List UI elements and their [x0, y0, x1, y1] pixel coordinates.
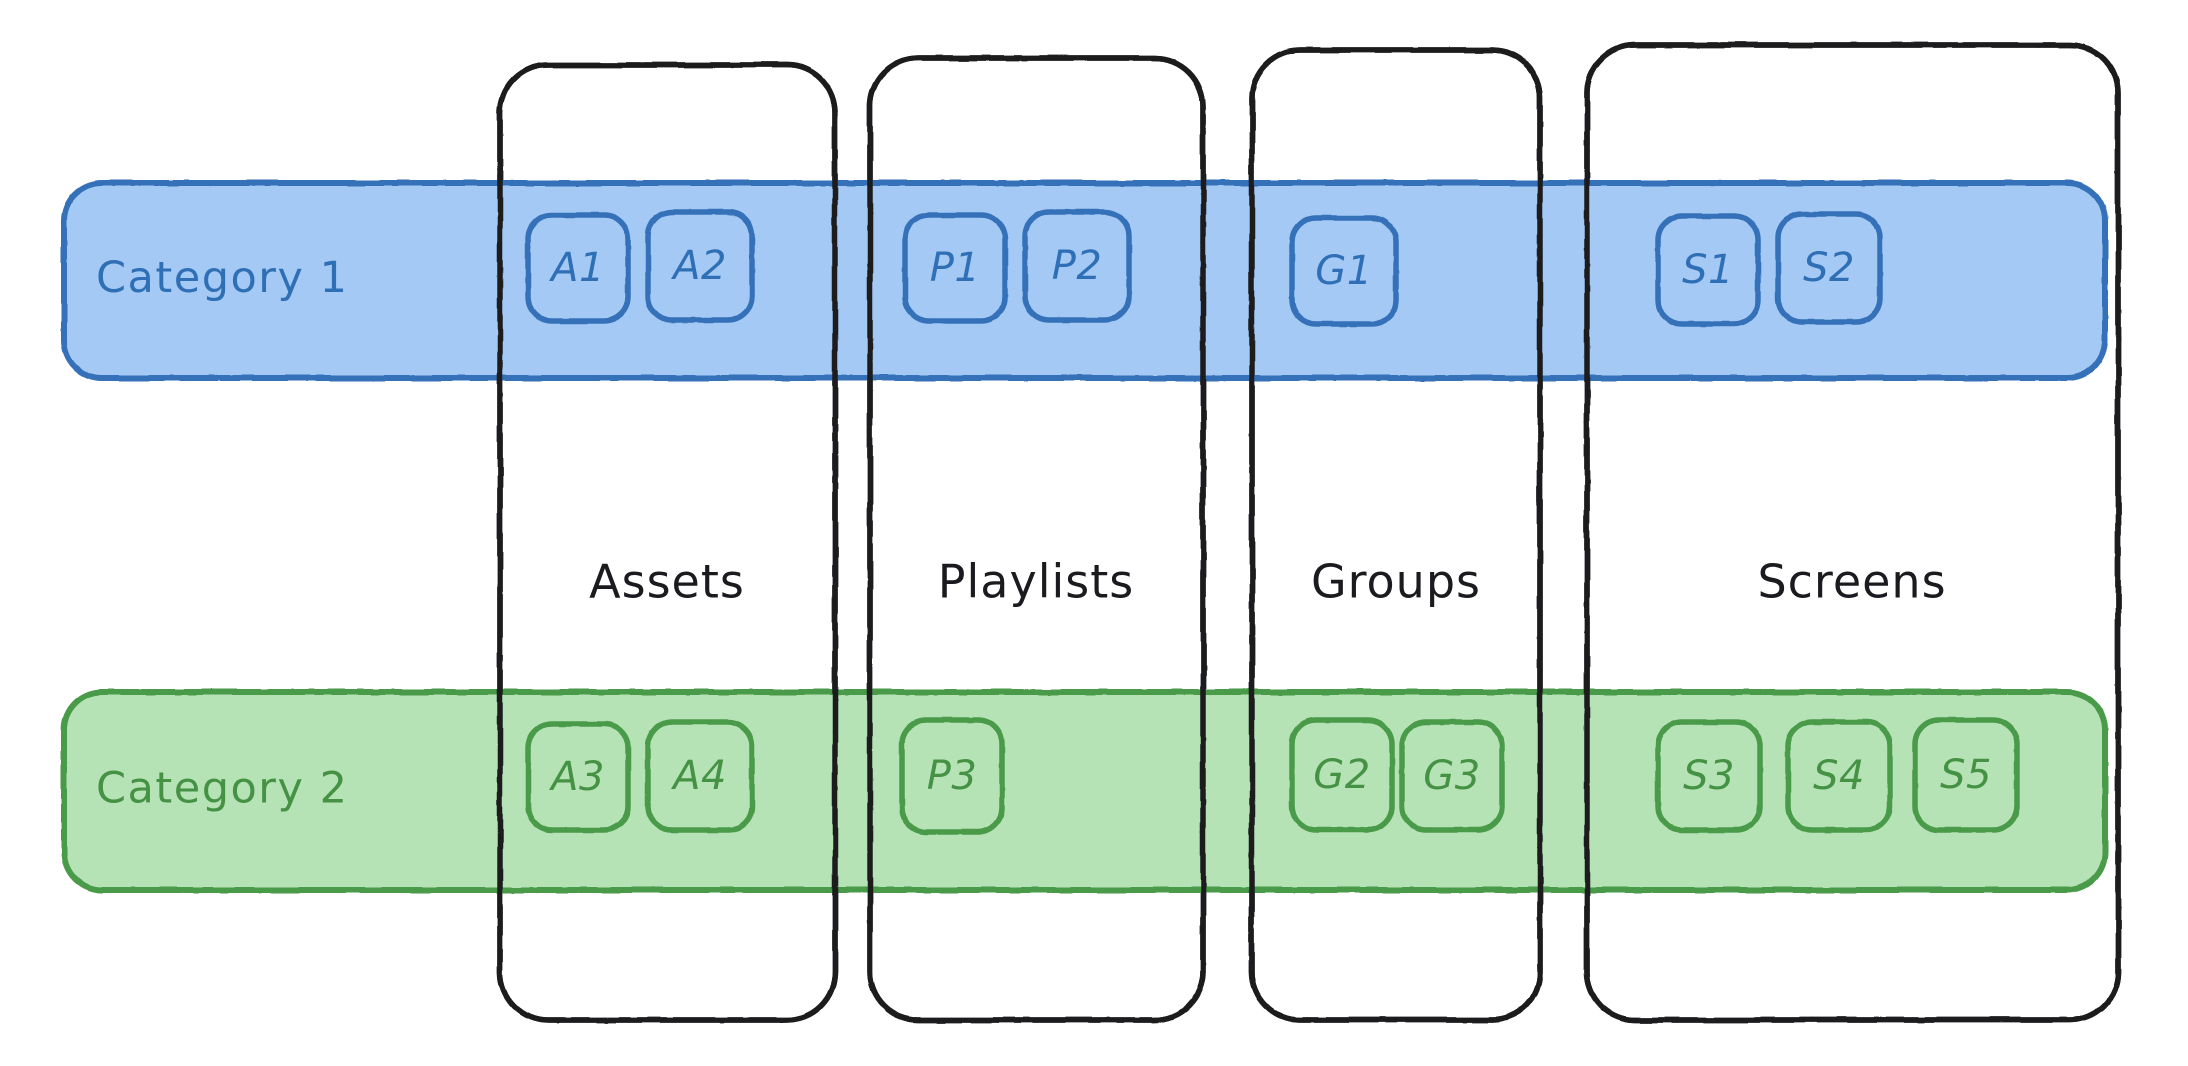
chip-S2[interactable]: S2: [1775, 211, 1883, 325]
chip-outline-A2: [645, 209, 755, 323]
chip-P3[interactable]: P3: [899, 717, 1005, 835]
chip-outline-A3: [525, 721, 631, 833]
chip-label-A2: A2: [670, 243, 727, 289]
column-outline-screens-overlay: [1584, 42, 2121, 1023]
chip-label-A4: A4: [670, 753, 727, 799]
column-label-playlists: Playlists: [938, 555, 1134, 609]
chip-outline-A4: [645, 719, 755, 833]
band-shape-category-1: [61, 180, 2108, 381]
chip-label-G3: G3: [1423, 753, 1480, 799]
chip-label-A1: A1: [548, 245, 605, 291]
chip-A3[interactable]: A3: [525, 721, 631, 833]
chip-label-P2: P2: [1052, 243, 1103, 289]
chip-label-A3: A3: [548, 754, 605, 800]
chip-G3[interactable]: G3: [1399, 719, 1505, 833]
chip-A1[interactable]: A1: [525, 212, 631, 324]
band-label-category-2: Category 2: [96, 764, 348, 814]
chip-label-S5: S5: [1940, 752, 1992, 798]
chip-S1[interactable]: S1: [1655, 213, 1761, 327]
chip-label-P3: P3: [927, 753, 978, 799]
chip-outline-G2: [1289, 717, 1395, 833]
chip-label-S2: S2: [1803, 245, 1855, 291]
chip-label-P1: P1: [930, 245, 981, 291]
chip-outline-S2: [1775, 211, 1883, 325]
band-label-category-1: Category 1: [96, 253, 348, 303]
column-outlines-overlay: [497, 42, 2121, 1023]
chip-label-G1: G1: [1315, 248, 1372, 294]
chip-outline-G3: [1399, 719, 1505, 833]
column-label-groups: Groups: [1311, 555, 1481, 609]
chip-label-S4: S4: [1813, 753, 1865, 799]
chip-P2[interactable]: P2: [1022, 209, 1132, 323]
column-outline-playlists-overlay: [867, 55, 1206, 1023]
chip-P1[interactable]: P1: [902, 212, 1008, 324]
chip-label-S3: S3: [1683, 753, 1735, 799]
chip-outline-S1: [1655, 213, 1761, 327]
chip-S5[interactable]: S5: [1912, 717, 2020, 833]
chip-S3[interactable]: S3: [1655, 719, 1763, 833]
chip-outline-S4: [1785, 719, 1893, 833]
column-label-screens: Screens: [1757, 555, 1946, 609]
chip-outline-G1: [1289, 215, 1399, 327]
chip-A4[interactable]: A4: [645, 719, 755, 833]
chip-A2[interactable]: A2: [645, 209, 755, 323]
chip-G1[interactable]: G1: [1289, 215, 1399, 327]
column-outline-groups-overlay: [1249, 47, 1543, 1023]
column-labels: Assets Playlists Groups Screens: [589, 555, 1946, 609]
chip-outline-A1: [525, 212, 631, 324]
chips-category-1: A1 A2 P1 P2 G1 S1: [525, 209, 1883, 327]
band-shape-category-2: [61, 689, 2108, 893]
chip-outline-S5: [1912, 717, 2020, 833]
chip-outline-S3: [1655, 719, 1763, 833]
chip-label-S1: S1: [1682, 247, 1734, 293]
chips-category-2: A3 A4 P3 G2 G3 S3: [525, 717, 2020, 835]
band-category-1[interactable]: Category 1: [61, 180, 2108, 381]
chip-outline-P3: [899, 717, 1005, 835]
column-outline-assets-overlay: [497, 62, 838, 1023]
chip-outline-P2: [1022, 209, 1132, 323]
band-category-2[interactable]: Category 2: [61, 689, 2108, 893]
column-label-assets: Assets: [589, 555, 745, 609]
chip-G2[interactable]: G2: [1289, 717, 1395, 833]
chip-S4[interactable]: S4: [1785, 719, 1893, 833]
chip-outline-P1: [902, 212, 1008, 324]
chip-label-G2: G2: [1313, 752, 1370, 798]
